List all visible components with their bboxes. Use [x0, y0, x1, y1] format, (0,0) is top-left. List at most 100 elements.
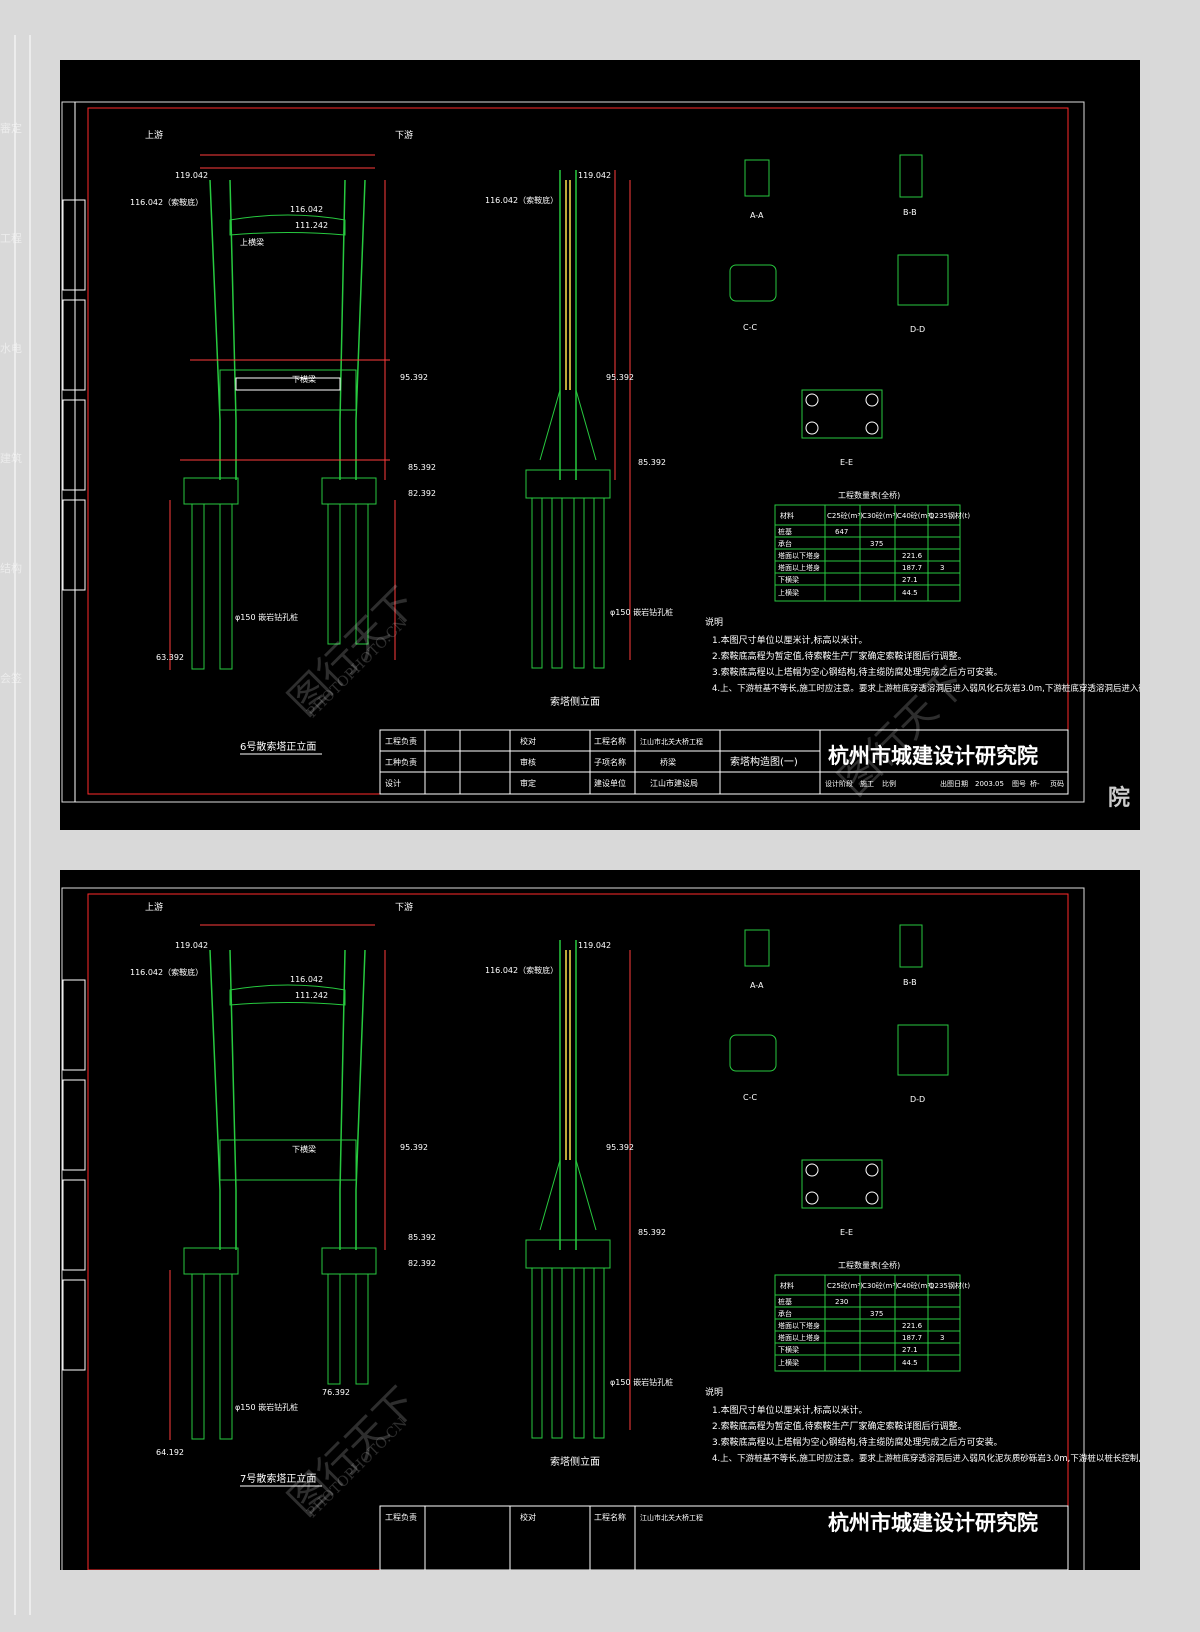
elev-beam-bot: 111.242	[295, 221, 328, 230]
front-title-2: 7号散索塔正立面	[240, 1472, 316, 1485]
pile-note-2: φ150 嵌岩钻孔桩	[235, 1402, 298, 1412]
note2-2: 2.索鞍底高程为暂定值,待索鞍生产厂家确定索鞍详图后行调整。	[712, 1420, 966, 1432]
qty-r1c2: 375	[870, 540, 883, 548]
elev-beam-top-2: 116.042	[290, 975, 323, 984]
tb-r0-3: 江山市北关大桥工程	[640, 737, 703, 746]
elev-lower: 95.392	[400, 373, 428, 382]
tb-f1: 施工	[860, 779, 874, 788]
side-elev-top-2: 119.042	[578, 941, 611, 950]
side-elevation-2: 119.042 116.042（索鞍底） 95.392 85.392 φ150 …	[485, 940, 673, 1468]
quantity-table: 工程数量表(全桥) 材料 C25砼(m³) C30砼(m³) C40砼(m³) …	[774, 490, 970, 602]
qty-h3: C40砼(m³)	[897, 511, 933, 520]
qty-r2c3: 221.6	[902, 552, 923, 560]
qty2-r4c3: 27.1	[902, 1346, 918, 1354]
pile-note: φ150 嵌岩钻孔桩	[235, 612, 298, 622]
qty2-r3c4: 3	[940, 1334, 944, 1342]
qty2-r2c0: 塔面以下塔身	[778, 1321, 820, 1330]
qty2-r4c0: 下横梁	[778, 1345, 799, 1354]
side-elev-saddle-2: 116.042（索鞍底）	[485, 965, 558, 975]
qty-r3c3: 187.7	[902, 564, 922, 572]
qty-r4c3: 27.1	[902, 576, 918, 584]
tb-f0: 设计阶段	[825, 779, 853, 788]
tb2-institute: 杭州市城建设计研究院	[828, 1511, 1038, 1535]
qty-r3c0: 塔面以上塔身	[778, 563, 820, 572]
notes: 说明 1.本图尺寸单位以厘米计,标高以米计。 2.索鞍底高程为暂定值,待索鞍生产…	[705, 616, 1200, 694]
label-lower-beam-2: 下横梁	[292, 1144, 316, 1154]
tb-drawing-title: 索塔构造图(一)	[730, 755, 798, 768]
tb2-r0-1: 校对	[520, 1512, 536, 1522]
elev-top-2: 119.042	[175, 941, 208, 950]
tb-r2-2: 建设单位	[594, 778, 626, 788]
tb-r0-1: 校对	[520, 736, 536, 746]
qty2-r3c0: 塔面以上塔身	[778, 1333, 820, 1342]
tb-r1-3: 桥梁	[660, 757, 676, 767]
tb2-r0-3: 江山市北关大桥工程	[640, 1513, 703, 1522]
elev-lower-2: 95.392	[400, 1143, 428, 1152]
tb-f3: 出图日期	[940, 779, 968, 788]
tb-r2-1: 审定	[520, 778, 536, 788]
elev-cap-top: 85.392	[408, 463, 436, 472]
tb-r1-0: 工种负责	[385, 757, 417, 767]
tb-r1-2: 子项名称	[594, 757, 626, 767]
note-4: 4.上、下游桩基不等长,施工时应注意。要求上游桩底穿透溶洞后进入弱风化石灰岩3.…	[712, 683, 1140, 694]
elev-beam-bot-2: 111.242	[295, 991, 328, 1000]
side-label-3: 建筑	[0, 452, 22, 465]
side-pile-note-2: φ150 嵌岩钻孔桩	[610, 1377, 673, 1387]
side-label-5: 会签	[0, 672, 22, 685]
tb-r0-0: 工程负责	[385, 736, 417, 746]
qty2-h2: C30砼(m³)	[862, 1281, 898, 1290]
side-title-2: 索塔侧立面	[550, 1455, 600, 1468]
qty-r1c0: 承台	[778, 539, 792, 548]
qty2-h0: 材料	[780, 1281, 794, 1290]
note-3: 3.索鞍底高程以上塔帽为空心钢结构,待主缆防腐处理完成之后方可安装。	[712, 666, 1002, 678]
qty-r3c4: 3	[940, 564, 944, 572]
qty2-r2c3: 221.6	[902, 1322, 923, 1330]
qty2-r5c0: 上横梁	[778, 1358, 799, 1367]
front-elevation: 上游 下游 119.042 116.042（索鞍底） 116.042 111.2…	[130, 129, 436, 755]
qty-h2: C30砼(m³)	[862, 511, 898, 520]
side-label-4: 结构	[0, 562, 22, 575]
elev-pile-tip2-2: 76.392	[322, 1388, 350, 1397]
elev-cap-bot: 82.392	[408, 489, 436, 498]
qty2-h1: C25砼(m³)	[827, 1281, 863, 1290]
qty2-r0c1: 230	[835, 1298, 848, 1306]
qty-r0c0: 桩基	[778, 527, 792, 536]
tb-f5: 图号	[1012, 780, 1026, 788]
label-down: 下游	[395, 129, 413, 141]
side-signature-boxes-2	[62, 979, 86, 1371]
elev-saddle-2: 116.042（索鞍底）	[130, 967, 203, 977]
tb-r0-2: 工程名称	[594, 736, 626, 746]
elev-cap-bot-2: 82.392	[408, 1259, 436, 1268]
qty-r5c0: 上横梁	[778, 588, 799, 597]
notes-2: 说明 1.本图尺寸单位以厘米计,标高以米计。 2.索鞍底高程为暂定值,待索鞍生产…	[705, 1386, 1200, 1464]
side-label-0: 審定	[0, 122, 22, 135]
qty2-h3: C40砼(m³)	[897, 1281, 933, 1290]
tb2-r0-0: 工程负责	[385, 1512, 417, 1522]
qty-table-title: 工程数量表(全桥)	[838, 490, 900, 500]
section-bb: B-B	[903, 208, 917, 217]
section-aa: A-A	[750, 211, 764, 220]
side-elev-lower-2: 95.392	[606, 1143, 634, 1152]
side-pile-note: φ150 嵌岩钻孔桩	[610, 607, 673, 617]
side-elev-cap-2: 85.392	[638, 1228, 666, 1237]
sheet-2-drawing: 上游 下游 119.042 116.042（索鞍底） 116.042 111.2…	[61, 887, 1200, 1579]
side-elev-saddle: 116.042（索鞍底）	[485, 195, 558, 205]
qty-r5c3: 44.5	[902, 589, 918, 597]
section-dd-2: D-D	[910, 1095, 925, 1104]
tb-f7: 页码	[1050, 780, 1064, 788]
side-signature-boxes	[62, 199, 86, 591]
side-strip-lines	[14, 35, 31, 1615]
tb-f2: 比例	[882, 779, 896, 788]
drawing-sheet-1: 上游 下游 119.042 116.042（索鞍底） 116.042 111.2…	[60, 60, 1200, 830]
note2-4: 4.上、下游桩基不等长,施工时应注意。要求上游桩底穿透溶洞后进入弱风化泥灰质砂砾…	[712, 1453, 1140, 1464]
note-2: 2.索鞍底高程为暂定值,待索鞍生产厂家确定索鞍详图后行调整。	[712, 650, 966, 662]
qty2-r0c0: 桩基	[778, 1297, 792, 1306]
elev-saddle: 116.042（索鞍底）	[130, 197, 203, 207]
qty-h4: Q235钢材(t)	[929, 511, 970, 520]
section-ee-2: E-E	[840, 1228, 853, 1237]
elev-beam-top: 116.042	[290, 205, 323, 214]
qty-r4c0: 下横梁	[778, 575, 799, 584]
section-dd: D-D	[910, 325, 925, 334]
quantity-table-2: 工程数量表(全桥) 材料 C25砼(m³) C30砼(m³) C40砼(m³) …	[774, 1260, 970, 1372]
section-cc-2: C-C	[743, 1093, 757, 1102]
